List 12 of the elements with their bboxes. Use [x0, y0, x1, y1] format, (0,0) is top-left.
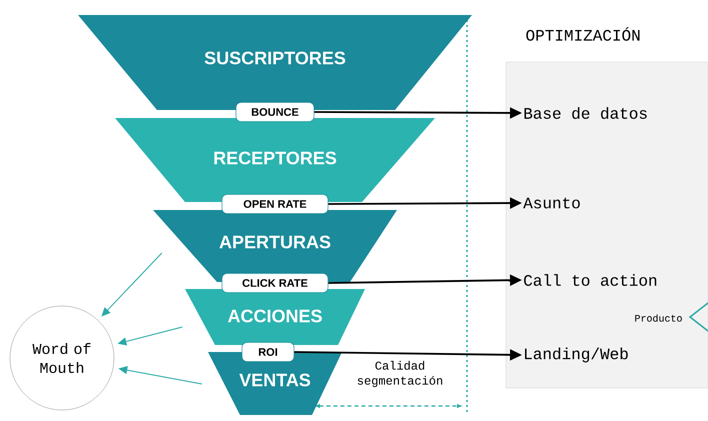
optimization-item: Asunto: [523, 198, 580, 208]
optimization-item: Base de datos: [524, 107, 647, 119]
metric-pill: BOUNCE: [236, 102, 314, 122]
optimization-item: Landing/Web: [525, 348, 628, 362]
metric-pill: ROI: [242, 342, 294, 362]
funnel-segment: ACCIONES: [185, 289, 365, 345]
metric-pill: CLICK RATE: [222, 273, 328, 293]
metric-pill: OPEN RATE: [222, 194, 328, 214]
optimization-item: Call to action: [524, 274, 656, 286]
node-label: OPTIMIZACIÓN: [526, 27, 640, 41]
side-label: Producto: [635, 314, 682, 322]
dimension-label: Calidad segmentación: [358, 360, 442, 388]
